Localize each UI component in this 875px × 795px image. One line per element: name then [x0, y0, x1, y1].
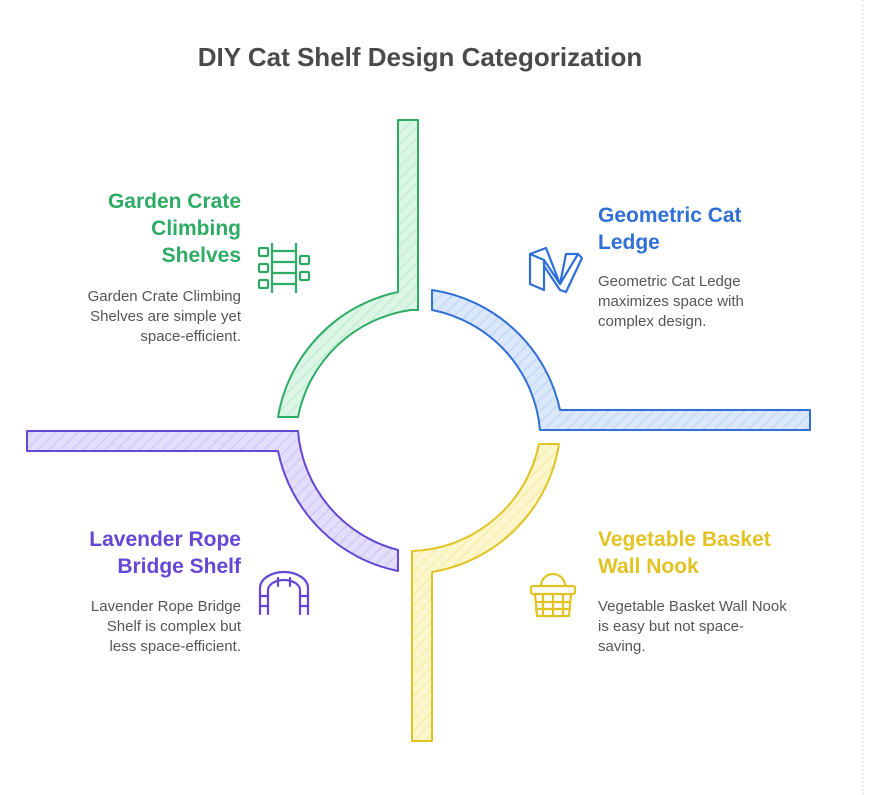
heading-line: Ledge — [598, 231, 660, 254]
quadrant-shape-rope-bridge — [26, 430, 399, 572]
description-line: space-efficient. — [140, 328, 241, 345]
description-garden-crate: Garden Crate Climbing Shelves are simple… — [88, 287, 241, 347]
description-line: complex design. — [598, 313, 707, 330]
description-geometric-ledge: Geometric Cat Ledge maximizes space with… — [598, 272, 744, 332]
heading-geometric-ledge: Geometric Cat Ledge — [598, 202, 742, 256]
heading-line: Shelves — [161, 244, 241, 267]
geometric-ledge-icon — [528, 246, 584, 294]
description-rope-bridge: Lavender Rope Bridge Shelf is complex bu… — [91, 597, 241, 657]
description-line: Garden Crate Climbing — [87, 288, 241, 305]
heading-line: Geometric Cat — [598, 204, 742, 227]
description-line: Shelf is complex but — [106, 618, 241, 635]
heading-line: Climbing — [151, 217, 241, 240]
heading-rope-bridge: Lavender Rope Bridge Shelf — [89, 526, 241, 580]
crate-ladder-icon — [257, 242, 311, 294]
heading-line: Lavender Rope — [89, 528, 241, 551]
description-vegetable-basket: Vegetable Basket Wall Nook is easy but n… — [598, 597, 787, 657]
heading-line: Garden Crate — [107, 190, 241, 213]
description-line: Geometric Cat Ledge — [598, 273, 741, 290]
heading-garden-crate: Garden Crate Climbing Shelves — [108, 188, 241, 269]
description-line: is easy but not space- — [598, 618, 744, 635]
description-line: saving. — [598, 638, 646, 655]
quadrant-shape-geometric-ledge — [431, 289, 811, 431]
description-line: Lavender Rope Bridge — [90, 598, 241, 615]
description-line: less space-efficient. — [109, 638, 241, 655]
description-line: Shelves are simple yet — [90, 308, 241, 325]
rope-bridge-icon — [258, 570, 310, 616]
edge-divider — [862, 0, 864, 795]
page-title: DIY Cat Shelf Design Categorization — [197, 42, 643, 72]
heading-line: Bridge Shelf — [117, 555, 241, 578]
heading-line: Vegetable Basket — [598, 528, 771, 551]
quadrant-shape-garden-crate — [277, 119, 419, 418]
description-line: maximizes space with — [598, 293, 744, 310]
basket-icon — [529, 572, 577, 618]
heading-vegetable-basket: Vegetable Basket Wall Nook — [598, 526, 771, 580]
heading-line: Wall Nook — [598, 555, 699, 578]
description-line: Vegetable Basket Wall Nook — [598, 598, 787, 615]
quadrant-shape-vegetable-basket — [411, 443, 560, 742]
